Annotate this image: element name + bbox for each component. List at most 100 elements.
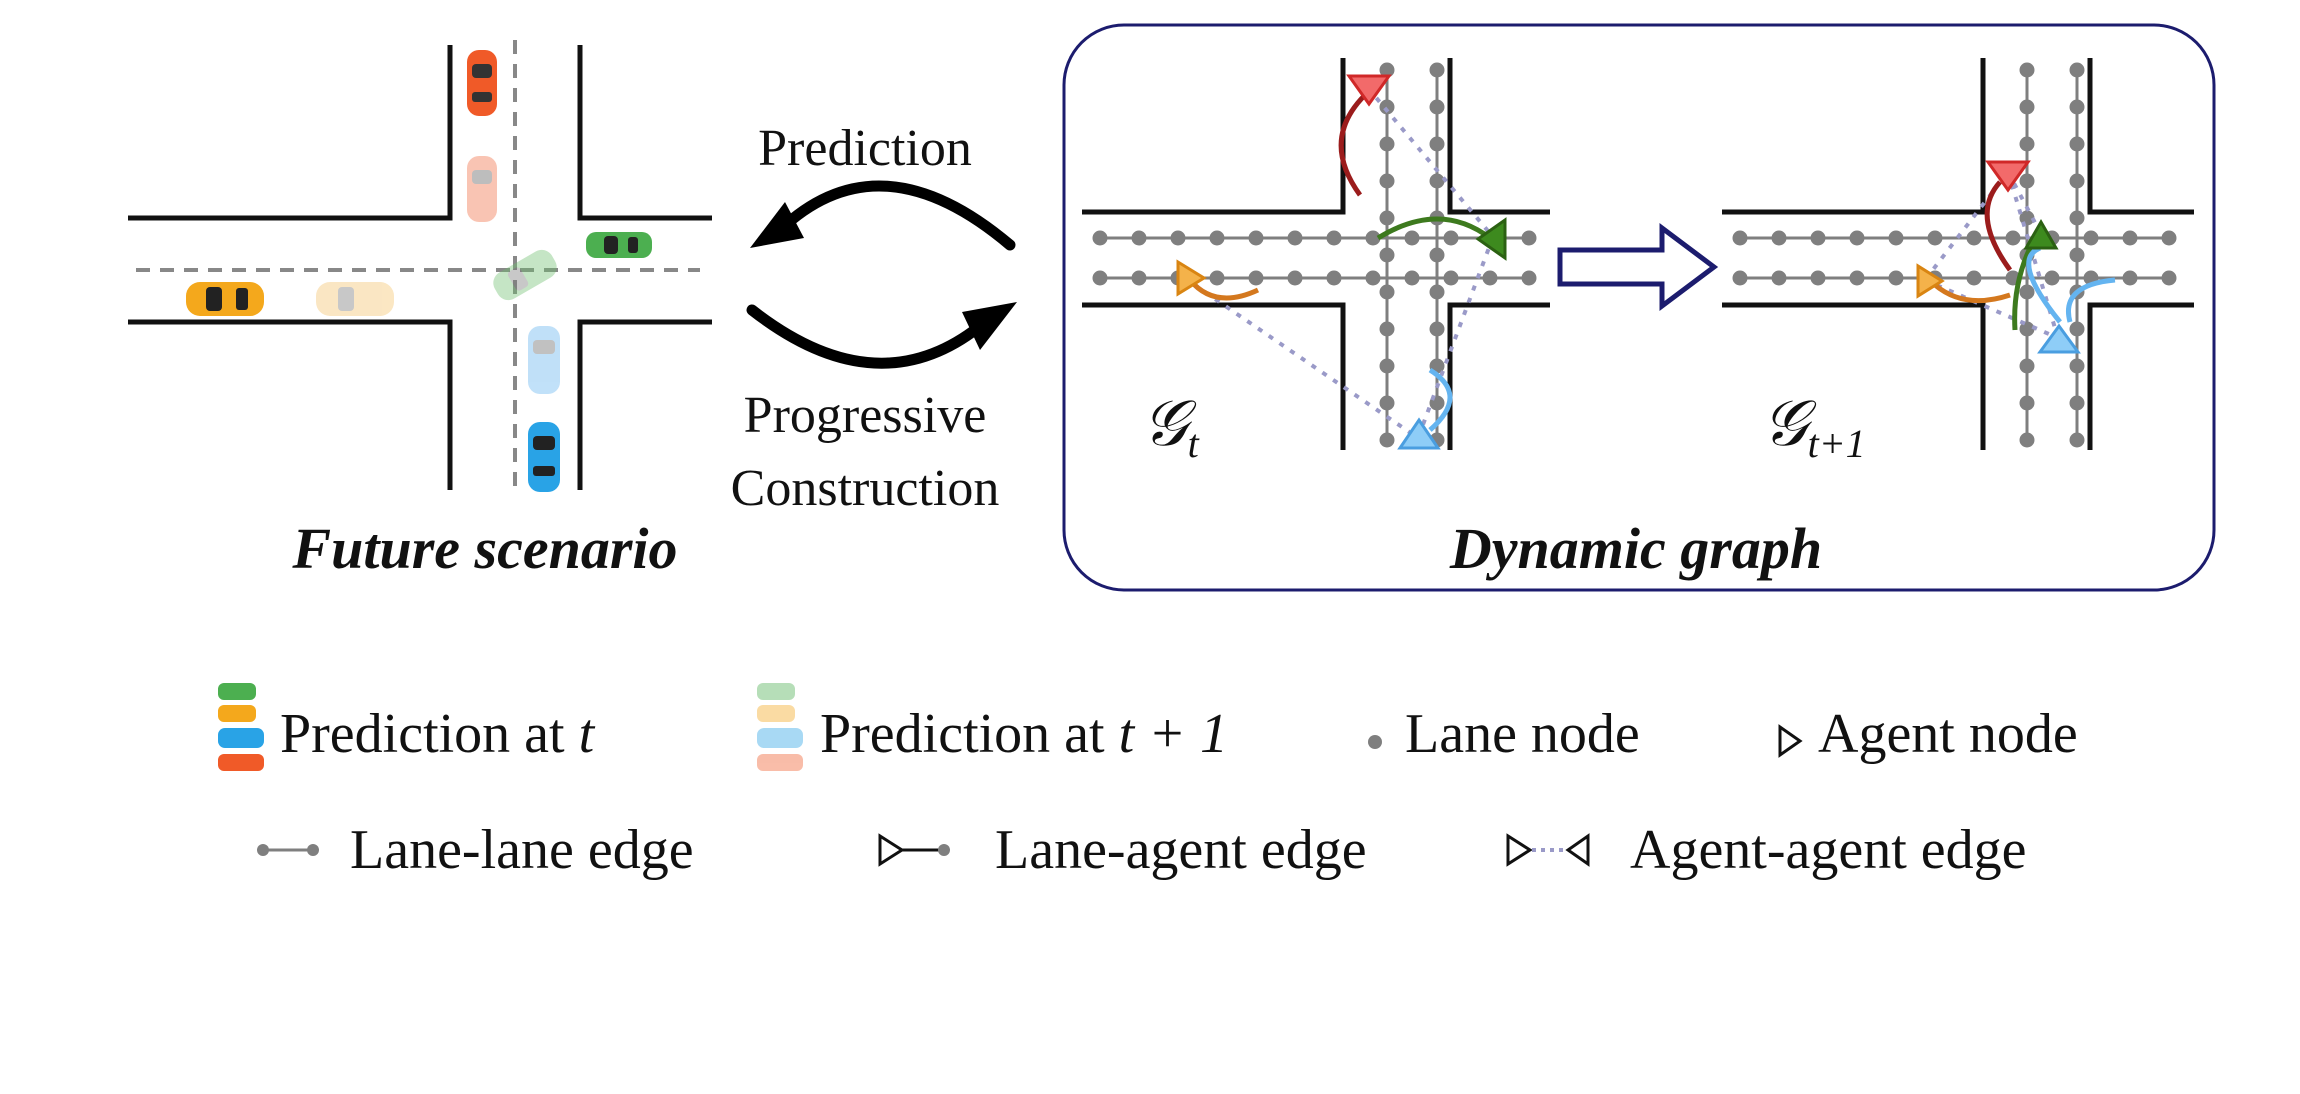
lane-node [1443,230,1459,246]
graph-t1-lane-graph [1732,62,2177,448]
car-faded-blue [528,326,560,394]
graph-t-lane-graph [1092,62,1537,448]
legend-agent-agent: Agent-agent edge [1630,819,2026,881]
lane-node [1379,247,1395,263]
lane-node [2161,230,2177,246]
lane-node [1379,284,1395,300]
agent-node-blue [1397,417,1441,450]
lane-node [1326,270,1342,286]
legend-lane-node-icon [1368,735,1382,749]
agent-node-green-t1 [2023,218,2059,250]
lane-node [1131,230,1147,246]
construction-arrow [746,304,991,369]
lane-node [1966,270,1982,286]
legend-lane-lane-icon [257,844,319,856]
car-yellow [186,282,264,316]
lane-node [1521,230,1537,246]
lane-node [2019,284,2035,300]
lane-node [1365,270,1381,286]
graph-t1-label: 𝒢t+1 [1762,388,1866,466]
legend-agent-node: Agent node [1818,703,2078,765]
lane-node [2069,247,2085,263]
lane-node [2005,230,2021,246]
lane-node [2069,395,2085,411]
graph-t-agent-agent-edges [1181,86,1495,440]
lane-node [1888,270,1904,286]
lane-node [1326,230,1342,246]
agent-node-blue-t1 [2037,323,2081,354]
lane-node [1732,230,1748,246]
lane-node [1732,270,1748,286]
lane-node [1771,230,1787,246]
future-scenario-intersection [128,40,712,492]
lane-node [2019,99,2035,115]
lane-node [1429,99,1445,115]
lane-node [1379,173,1395,189]
legend: Prediction at t Prediction at t + 1 Lane… [218,683,2078,881]
prediction-arrow [774,180,1016,251]
lane-node [1379,432,1395,448]
car-green [586,232,652,258]
lane-node [1170,230,1186,246]
lane-node [1379,210,1395,226]
lane-node [1209,270,1225,286]
lane-node [1404,230,1420,246]
lane-node [1482,270,1498,286]
lane-node [2069,99,2085,115]
agent-node-orange [1176,259,1207,297]
lane-node [1404,270,1420,286]
lane-node [1888,230,1904,246]
lane-node [1927,230,1943,246]
lane-node [1379,136,1395,152]
lane-node [2069,173,2085,189]
car-faded-yellow [316,282,394,316]
lane-node [2069,136,2085,152]
lane-node [2019,432,2035,448]
car-blue [528,422,560,492]
lane-node [1429,321,1445,337]
lane-node [1429,136,1445,152]
lane-node [1379,321,1395,337]
lane-node [1379,395,1395,411]
lane-node [1966,230,1982,246]
progressive-label: Progressive [744,387,987,444]
lane-dividers [136,40,700,490]
lane-node [1429,284,1445,300]
lane-node [2069,432,2085,448]
legend-agent-agent-icon [1506,833,1590,867]
lane-node [1429,173,1445,189]
legend-pred-t1: Prediction at t + 1 [820,703,1228,765]
lane-node [2019,136,2035,152]
lane-node [2019,395,2035,411]
graph-t1-road [1722,58,2194,450]
lane-node [1131,270,1147,286]
legend-pred-t: Prediction at t [280,703,596,765]
lane-node [2019,62,2035,78]
graph-t-trajectories [1188,93,1492,432]
agent-node-red [1346,74,1392,107]
lane-node [1092,270,1108,286]
legend-lane-agent: Lane-agent edge [995,819,1367,881]
road-edges [128,45,712,490]
car-orange-red [467,50,497,116]
lane-node [2069,358,2085,374]
legend-agent-node-icon [1778,724,1803,758]
lane-node [1443,270,1459,286]
lane-node [1365,230,1381,246]
legend-pred-t1-icon [757,683,803,771]
graph-t: 𝒢t [1082,58,1550,466]
lane-node [1521,270,1537,286]
lane-node [1287,270,1303,286]
lane-node [1248,270,1264,286]
lane-node [1429,62,1445,78]
lane-node [2161,270,2177,286]
graph-t1: 𝒢t+1 [1722,58,2194,466]
lane-node [2019,358,2035,374]
lane-node [1092,230,1108,246]
lane-node [1849,270,1865,286]
legend-pred-t-icon [218,683,264,771]
lane-node [2044,270,2060,286]
lane-node [1379,62,1395,78]
transition-arrow [1557,223,1719,311]
